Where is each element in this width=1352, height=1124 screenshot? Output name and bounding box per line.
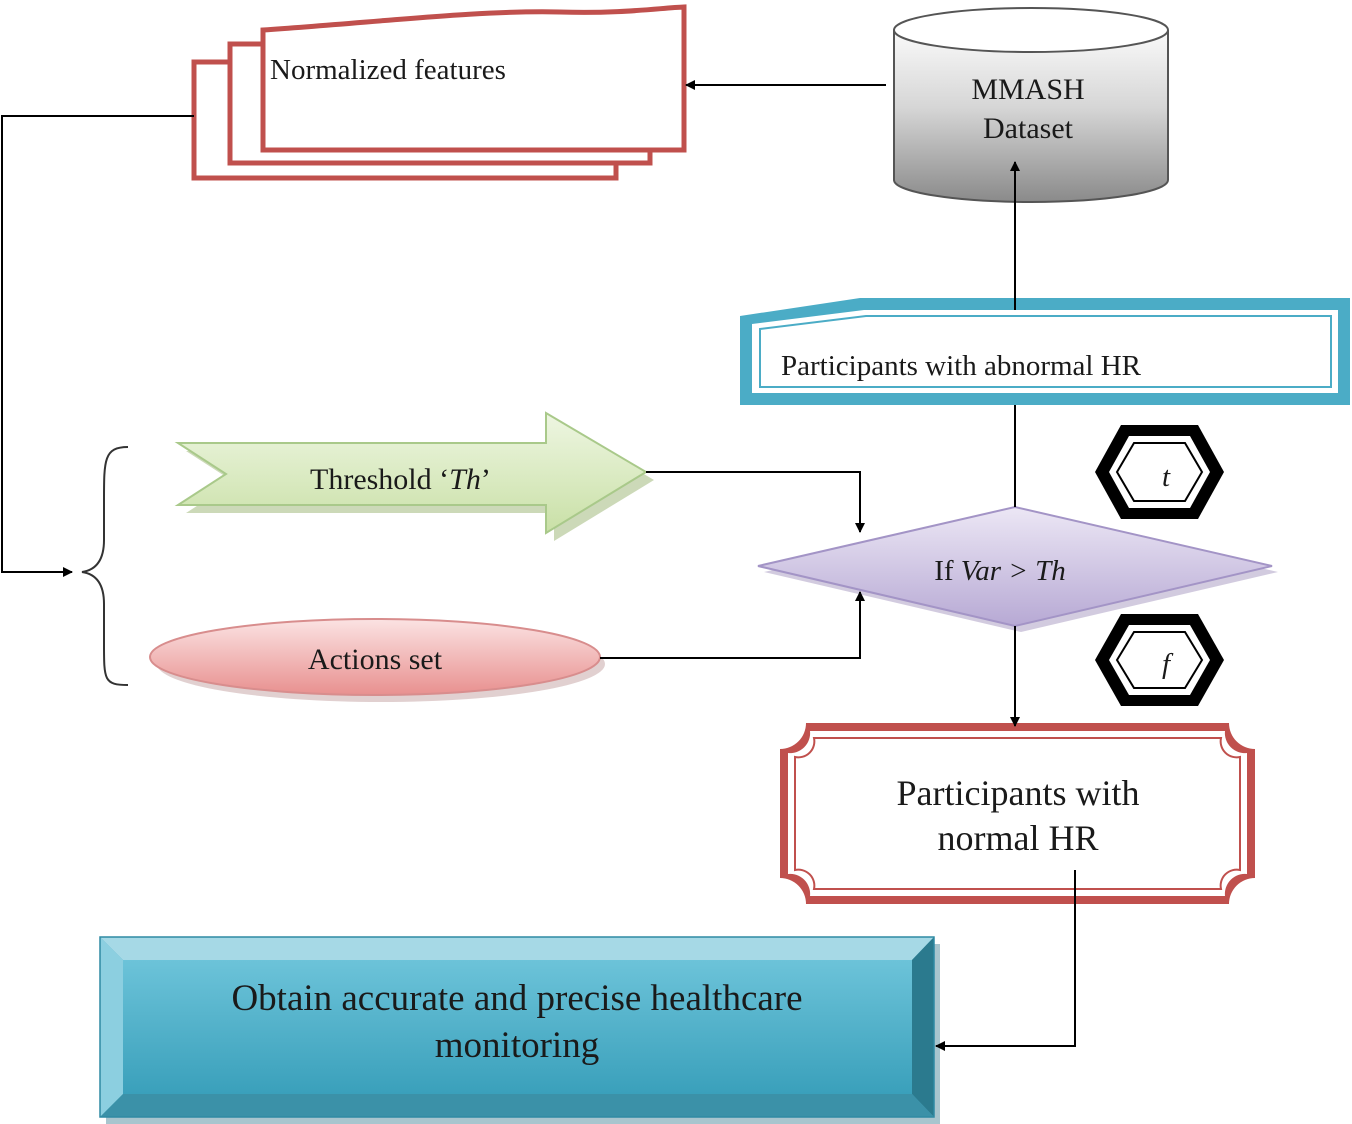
connector-actions-to-decision [600, 591, 865, 659]
mmash-dataset-node: MMASH Dataset [893, 7, 1169, 203]
normalized-features-label: Normalized features [270, 54, 506, 86]
actions-set-node: Actions set [149, 618, 605, 702]
normalized-features-node: Normalized features [191, 4, 687, 181]
abnormal-hr-label: Participants with abnormal HR [781, 350, 1142, 382]
connector-normal-to-outcome [935, 870, 1076, 1051]
connectors [1, 80, 1076, 1051]
threshold-label: Threshold ‘Th’ [310, 463, 491, 496]
connector-threshold-to-decision [646, 471, 865, 533]
normal-hr-node: Participants with normal HR [780, 723, 1255, 904]
abnormal-hr-node: Participants with abnormal HR [740, 298, 1350, 405]
true-label-text: t [1162, 461, 1171, 493]
outcome-label-line1: Obtain accurate and precise healthcare [231, 978, 802, 1019]
outcome-node: Obtain accurate and precise healthcare m… [99, 936, 940, 1124]
dataset-label-line1: MMASH [971, 73, 1084, 106]
actions-set-label: Actions set [308, 643, 443, 676]
decision-node: If Var > Th [757, 505, 1278, 632]
decision-label: If Var > Th [934, 555, 1066, 587]
connector-features-to-inputs [1, 115, 194, 577]
false-branch-label: f [1095, 614, 1224, 706]
dataset-label-line2: Dataset [983, 112, 1074, 145]
normal-hr-label-line2: normal HR [938, 818, 1099, 858]
input-group-brace [81, 446, 129, 686]
outcome-label-line2: monitoring [435, 1025, 599, 1066]
normal-hr-label-line1: Participants with [897, 773, 1140, 813]
threshold-node: Threshold ‘Th’ [174, 411, 654, 541]
true-branch-label: t [1095, 425, 1224, 519]
